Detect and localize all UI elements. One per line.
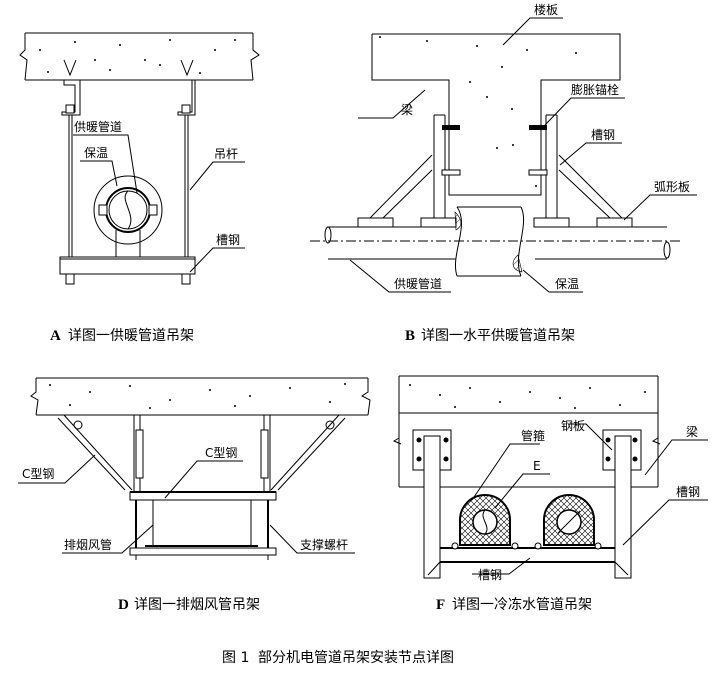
label-duct: 排烟风管 [64, 537, 112, 552]
label-pipe: 供暖管道 [394, 276, 442, 291]
label-slab: 楼板 [534, 2, 558, 17]
panel-a: 供暖管道 保温 吊杆 槽钢 A 详图一供暖管道吊架 [19, 32, 260, 344]
panel-f: 管箍 E 钢板 梁 槽钢 槽钢 F 详图一冷冻水管道吊架 [392, 375, 708, 613]
concrete-slab [19, 32, 260, 81]
label-channel-right: 槽钢 [676, 485, 700, 499]
panel-b-letter: B [405, 328, 415, 344]
figure-caption-text: 部分机电管道吊架安装节点详图 [258, 650, 454, 666]
panel-d: C型钢 C型钢 排烟风管 支撑螺杆 D 详图一排烟风管吊架 [18, 377, 371, 613]
figure-caption-number: 图 1 [222, 650, 249, 666]
label-e: E [533, 459, 541, 473]
label-beam: 梁 [686, 424, 698, 439]
panel-d-title: 详图一排烟风管吊架 [134, 597, 260, 613]
label-clamp: 管箍 [521, 428, 545, 443]
panel-b: 楼板 梁 膨胀锚栓 槽钢 弧形板 供暖管道 保温 B 详图一水平供暖管道吊架 [310, 2, 697, 344]
label-channel: 槽钢 [216, 233, 240, 247]
panel-b-title: 详图一水平供暖管道吊架 [421, 328, 575, 344]
label-insulation: 保温 [84, 146, 108, 160]
label-pipe: 供暖管道 [74, 119, 122, 134]
label-arc-plate: 弧形板 [654, 180, 690, 194]
label-insulation: 保温 [555, 277, 579, 291]
label-plate: 钢板 [561, 419, 585, 433]
panel-a-title: 详图一供暖管道吊架 [68, 328, 194, 344]
label-channel-bottom: 槽钢 [478, 568, 502, 582]
label-c-steel-center: C型钢 [205, 446, 237, 460]
panel-a-letter: A [50, 328, 61, 344]
label-anchor: 膨胀锚栓 [571, 82, 619, 97]
label-c-steel-left: C型钢 [22, 467, 54, 481]
label-beam: 梁 [401, 102, 413, 117]
panel-f-letter: F [436, 597, 445, 613]
label-rod: 支撑螺杆 [300, 537, 348, 552]
label-rod: 吊杆 [214, 147, 238, 161]
label-channel: 槽钢 [591, 128, 615, 142]
panel-f-title: 详图一冷冻水管道吊架 [452, 596, 592, 613]
panel-d-letter: D [118, 597, 129, 613]
